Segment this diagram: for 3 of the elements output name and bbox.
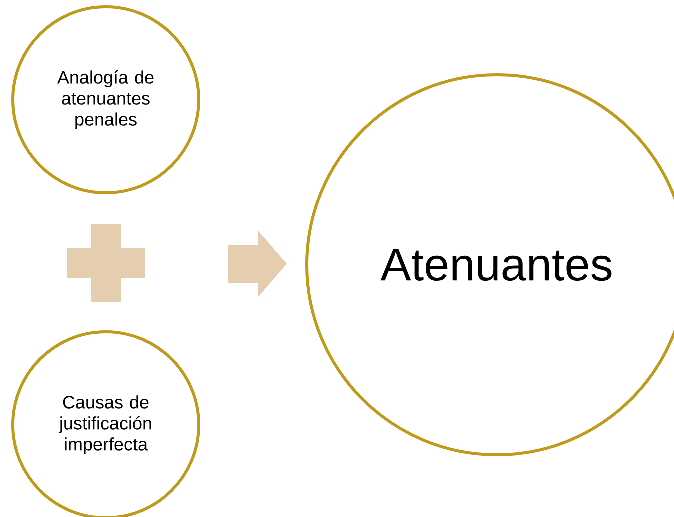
block-arrow <box>228 230 287 298</box>
circle-node: Analogía de atenuantes penales <box>12 6 200 194</box>
plus-sign <box>67 224 145 302</box>
